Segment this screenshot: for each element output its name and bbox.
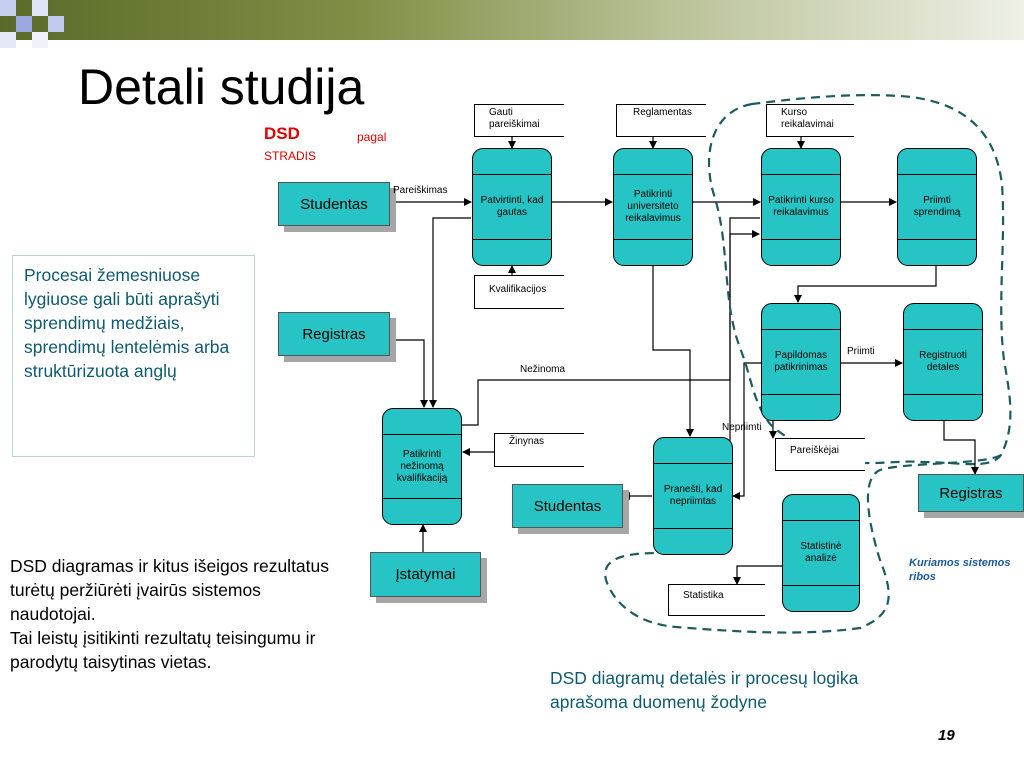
pagal-label: pagal bbox=[357, 130, 387, 144]
flow-unknown bbox=[462, 230, 760, 426]
process-register-details-label: Registruoti detales bbox=[919, 350, 967, 373]
process-accept-decision: Priimti sprendimą bbox=[897, 148, 977, 266]
entity-student-bottom: Studentas bbox=[512, 484, 623, 528]
decor-square bbox=[0, 0, 16, 16]
process-check-unknown-label: Patikrinti nežinomą kvalifikaciją bbox=[396, 448, 448, 484]
slide-title: Detali studija bbox=[78, 59, 365, 115]
flow-register-registry bbox=[943, 421, 979, 475]
process-check-university: Patikrinti universiteto reikalavimus bbox=[613, 148, 693, 266]
process-verify-received-label: Patvirtinti, kad gautas bbox=[480, 195, 544, 218]
flow-label-accept: Priimti bbox=[847, 346, 875, 357]
flow-course-notify bbox=[729, 217, 760, 496]
entity-registry-left: Registras bbox=[278, 312, 390, 356]
decor-square bbox=[48, 16, 64, 32]
entity-laws: Įstatymai bbox=[370, 552, 481, 597]
data-dictionary-note: DSD diagramų detalės ir procesų logika a… bbox=[550, 668, 859, 712]
decor-square bbox=[16, 16, 32, 32]
flow-label-application: Pareiškimas bbox=[393, 185, 448, 196]
store-received-applications: Gauti pareiškimai bbox=[474, 104, 564, 137]
process-levels-note: Procesai žemesniuose lygiuose gali būti … bbox=[12, 255, 255, 457]
process-accept-decision-label: Priimti sprendimą bbox=[913, 195, 961, 218]
process-additional-check: Papildomas patikrinimas bbox=[761, 303, 841, 421]
process-statistical-analysis: Statistinė analizė bbox=[782, 494, 860, 612]
store-statistics: Statistika bbox=[668, 584, 765, 616]
system-boundary-label: Kuriamos sistemos ribos bbox=[909, 557, 1011, 583]
decor-square bbox=[32, 32, 48, 48]
flow-decision-additional bbox=[794, 266, 937, 303]
process-check-university-label: Patikrinti universiteto reikalavimus bbox=[625, 189, 681, 224]
store-applicants: Pareiškėjai bbox=[775, 438, 865, 471]
store-handbook: Žinynas bbox=[494, 433, 584, 467]
dsd-label: DSD bbox=[264, 124, 300, 143]
flow-label-unknown: Nežinoma bbox=[520, 364, 566, 375]
store-qualifications: Kvalifikacijos bbox=[474, 275, 564, 309]
store-course-requirements: Kurso reikalavimai bbox=[766, 104, 854, 137]
flow-registry-unknown bbox=[390, 339, 428, 408]
flow-label-reject: Nepriimti bbox=[722, 422, 762, 433]
flow-verify-unknown bbox=[429, 217, 471, 408]
stradis-label: STRADIS bbox=[264, 149, 317, 163]
process-check-course: Patikrinti kurso reikalavimus bbox=[761, 148, 841, 266]
system-boundary bbox=[604, 94, 1012, 634]
decor-square bbox=[32, 0, 48, 16]
page-number: 19 bbox=[938, 727, 955, 744]
flow-additional-notify bbox=[732, 362, 763, 500]
title-bar-gradient bbox=[0, 0, 1024, 40]
flow-university-notify bbox=[652, 266, 694, 437]
process-statistical-analysis-label: Statistinė analizė bbox=[800, 541, 842, 564]
process-check-course-label: Patikrinti kurso reikalavimus bbox=[768, 195, 834, 218]
process-check-unknown: Patikrinti nežinomą kvalifikaciją bbox=[382, 408, 462, 525]
flow-statistics bbox=[733, 565, 783, 585]
process-notify-rejected: Pranešti, kad nepriimtas bbox=[653, 437, 733, 555]
process-notify-rejected-label: Pranešti, kad nepriimtas bbox=[663, 484, 723, 507]
review-note: DSD diagramas ir kitus išeigos rezultatu… bbox=[10, 556, 330, 672]
entity-student-top: Studentas bbox=[278, 182, 390, 226]
process-verify-received: Patvirtinti, kad gautas bbox=[472, 148, 552, 266]
process-additional-check-label: Papildomas patikrinimas bbox=[774, 350, 828, 373]
store-regulations: Reglamentas bbox=[616, 104, 706, 137]
process-register-details: Registruoti detales bbox=[903, 303, 983, 421]
entity-registry-right: Registras bbox=[918, 474, 1024, 512]
decor-square bbox=[0, 32, 16, 48]
